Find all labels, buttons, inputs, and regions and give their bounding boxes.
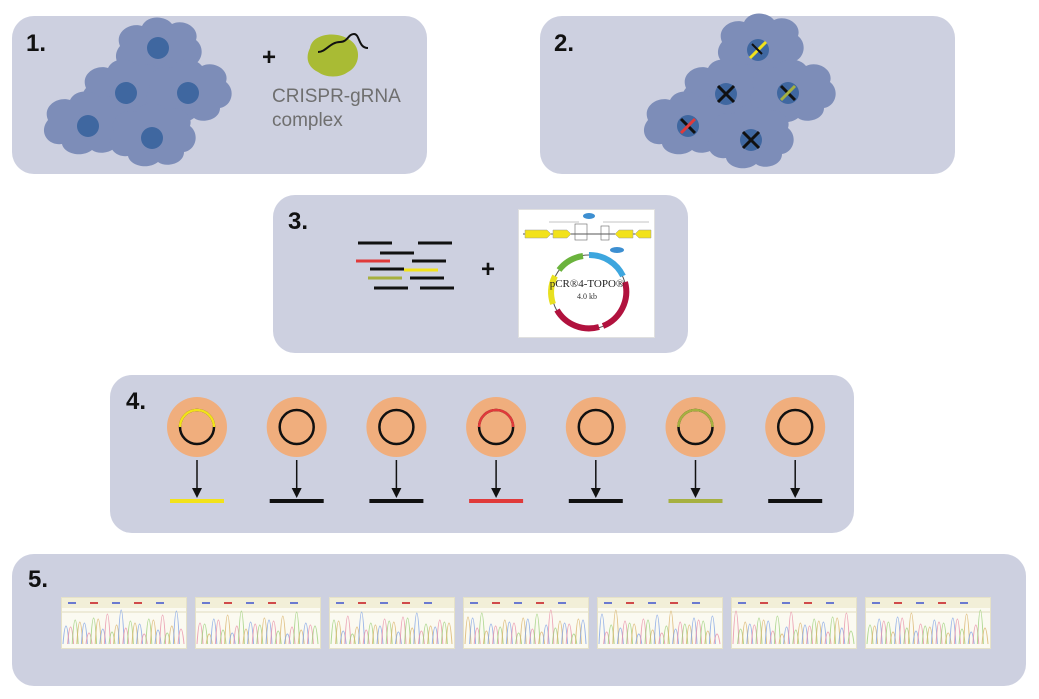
trace-chromatogram <box>464 598 588 645</box>
arrow-head-7 <box>790 488 801 498</box>
step-number-2: 2. <box>554 30 575 57</box>
trace-chromatogram <box>732 598 856 645</box>
trace-chromatogram <box>330 598 454 645</box>
step-number-4: 4. <box>126 388 147 415</box>
clone-2 <box>266 397 327 503</box>
arrow-head-3 <box>391 488 402 498</box>
step-number-5: 5. <box>28 566 49 593</box>
clone-7 <box>765 397 826 503</box>
vector-name: pCR®4-TOPO® <box>549 278 625 290</box>
trace-chromatogram <box>196 598 320 645</box>
colony-7 <box>765 397 826 457</box>
sequencing-trace-5 <box>597 597 723 649</box>
sequencing-trace-6 <box>731 597 857 649</box>
sequencing-trace-4 <box>463 597 589 649</box>
sequencing-trace-1 <box>61 597 187 649</box>
sequencing-trace-3 <box>329 597 455 649</box>
clone-6 <box>665 397 726 503</box>
trace-chromatogram <box>866 598 990 645</box>
arrow-head-2 <box>291 488 302 498</box>
trace-chromatogram <box>598 598 722 645</box>
crispr-complex-label: CRISPR-gRNA complex <box>272 85 401 133</box>
sequencing-trace-2 <box>195 597 321 649</box>
vector-size: 4.0 kb <box>577 292 597 301</box>
insert-arc-6 <box>677 408 714 428</box>
plasmid-ring-5 <box>577 408 615 446</box>
arrow-head-4 <box>491 488 502 498</box>
insert-arc-1 <box>178 408 216 428</box>
colony-3 <box>366 397 427 457</box>
vector-map-graphic <box>523 213 652 332</box>
arrow-head-5 <box>590 488 601 498</box>
colony-1 <box>167 397 227 457</box>
clone-1 <box>167 397 227 503</box>
sequencing-trace-7 <box>865 597 991 649</box>
pcr4-topo-vector-map: pCR®4-TOPO® 4.0 kb <box>518 209 655 338</box>
arrow-head-1 <box>192 488 202 498</box>
clone-5 <box>565 397 626 503</box>
plus-sign-step3: + <box>481 256 496 283</box>
plus-sign: + <box>262 44 277 71</box>
crispr-complex-label-line2: complex <box>272 110 343 131</box>
clone-3 <box>366 397 427 503</box>
colony-6 <box>665 397 726 457</box>
step-number-3: 3. <box>288 208 309 235</box>
step-number-1: 1. <box>26 30 47 57</box>
plasmid-ring-2 <box>278 408 315 446</box>
plasmid-ring-3 <box>378 408 415 446</box>
clone-4 <box>466 397 527 503</box>
crispr-complex-label-line1: CRISPR-gRNA <box>272 86 401 107</box>
insert-arc-4 <box>477 408 515 428</box>
colony-4 <box>466 397 527 457</box>
colony-5 <box>565 397 626 457</box>
colony-2 <box>266 397 327 457</box>
arrow-head-6 <box>690 488 701 498</box>
trace-chromatogram <box>62 598 186 645</box>
plasmid-ring-7 <box>776 408 814 446</box>
